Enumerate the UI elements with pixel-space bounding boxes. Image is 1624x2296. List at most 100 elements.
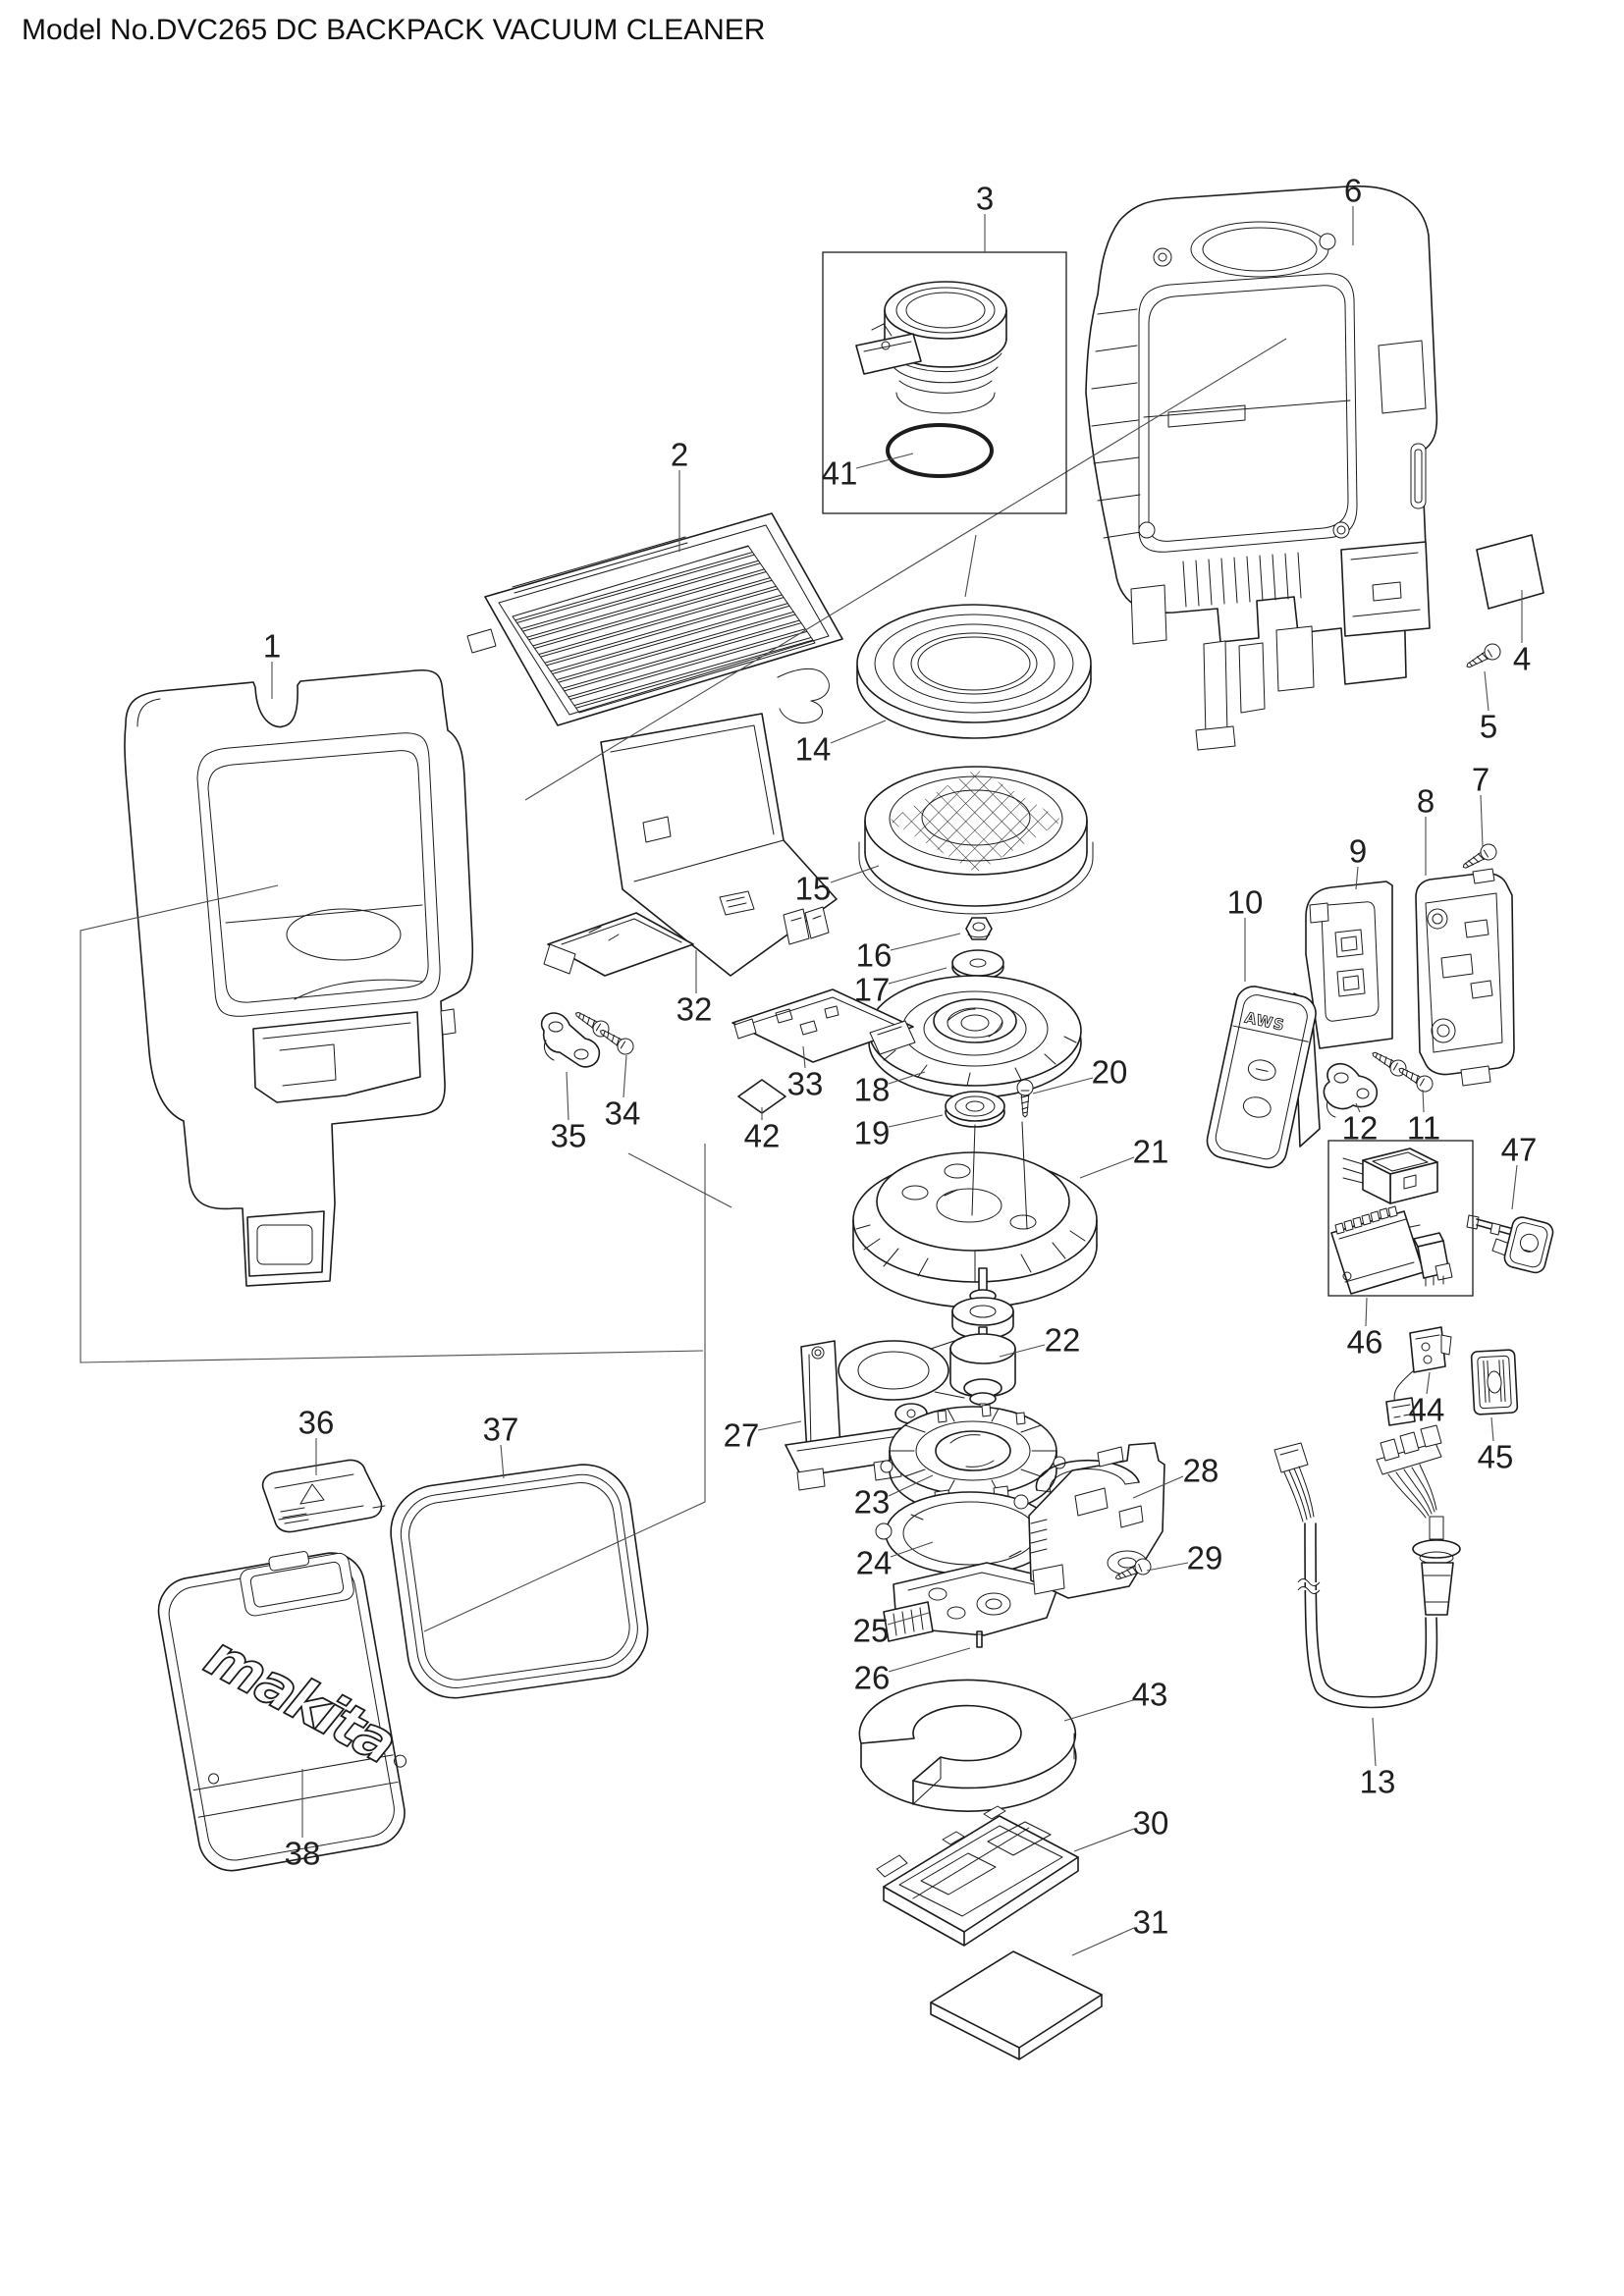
part-number-label: 23 xyxy=(854,1484,891,1521)
callout-leader-line xyxy=(1079,1156,1135,1179)
callout-38: 38 xyxy=(285,1769,321,1872)
part-30-filter-tray xyxy=(876,1805,1079,1947)
part-number-label: 2 xyxy=(671,437,688,473)
part-45-holder-plate xyxy=(1470,1349,1519,1415)
part-number-label: 17 xyxy=(854,972,891,1008)
callout-25: 25 xyxy=(853,1612,930,1649)
callout-1: 1 xyxy=(263,628,281,699)
callout-13: 13 xyxy=(1360,1717,1395,1800)
callout-35: 35 xyxy=(551,1071,586,1154)
part-number-label: 16 xyxy=(856,937,893,974)
callout-leader-line xyxy=(1484,670,1489,712)
callout-45: 45 xyxy=(1478,1416,1514,1475)
part-number-label: 19 xyxy=(854,1115,891,1151)
callout-8: 8 xyxy=(1417,783,1435,876)
callout-31: 31 xyxy=(1071,1904,1168,1956)
part-16-nut xyxy=(965,917,993,940)
callout-11: 11 xyxy=(1407,1089,1440,1147)
callout-36: 36 xyxy=(298,1405,334,1475)
callout-9: 9 xyxy=(1349,833,1367,890)
part-number-label: 42 xyxy=(744,1118,781,1154)
callout-leader-line xyxy=(1422,1089,1425,1113)
callout-41: 41 xyxy=(822,453,914,492)
part-number-label: 8 xyxy=(1417,783,1435,820)
part-18-impeller xyxy=(868,975,1082,1098)
callout-leader-line xyxy=(1372,1717,1377,1767)
grouping-box xyxy=(1327,1140,1474,1297)
callout-leader-line xyxy=(830,720,887,744)
part-9-switch-panel xyxy=(1305,881,1393,1049)
page-title: Model No.DVC265 DC BACKPACK VACUUM CLEAN… xyxy=(22,14,766,46)
callout-leader-line xyxy=(1511,1164,1518,1210)
callout-47: 47 xyxy=(1501,1132,1538,1210)
part-31-sponge-filter xyxy=(930,1950,1103,2060)
part-number-label: 32 xyxy=(677,991,713,1028)
callout-7: 7 xyxy=(1472,762,1489,847)
part-7-screw xyxy=(1458,840,1500,875)
part-13-lead-wire-assembly xyxy=(1273,1424,1461,1709)
callout-leader-line xyxy=(888,967,947,985)
part-15-dome-filter xyxy=(858,766,1094,915)
callout-19: 19 xyxy=(854,1114,944,1151)
callout-5: 5 xyxy=(1480,670,1497,745)
part-number-label: 14 xyxy=(795,731,832,768)
callout-leader-line xyxy=(1355,866,1359,890)
callout-leader-line xyxy=(1063,1699,1134,1722)
callout-leader-line xyxy=(890,1541,934,1558)
part-number-label: 25 xyxy=(853,1613,890,1649)
callout-leader-line xyxy=(1365,1297,1368,1327)
callout-leader-line xyxy=(500,1444,505,1479)
part-21-fan-housing xyxy=(852,1121,1098,1308)
part-number-label: 18 xyxy=(854,1072,891,1108)
part-number-label: 1 xyxy=(263,628,281,665)
part-5-screw xyxy=(1462,640,1504,674)
part-10-aws-wireless-unit: AWS xyxy=(1206,986,1321,1169)
callout-leader-line xyxy=(888,1647,971,1673)
callout-leader-line xyxy=(888,1071,926,1085)
assembly-guide-line xyxy=(964,534,977,598)
part-number-label: 7 xyxy=(1472,762,1489,798)
part-number-label: 9 xyxy=(1349,833,1367,870)
assembly-guide-line xyxy=(423,1144,706,1632)
callout-2: 2 xyxy=(671,437,688,552)
part-19-bearing xyxy=(945,1091,1005,1128)
part-number-label: 33 xyxy=(787,1066,824,1102)
part-number-label: 27 xyxy=(724,1417,760,1454)
callout-33: 33 xyxy=(787,1045,824,1102)
callout-34: 34 xyxy=(605,1054,640,1132)
part-number-label: 38 xyxy=(285,1836,321,1872)
part-number-label: 45 xyxy=(1478,1439,1514,1475)
callout-leader-line xyxy=(890,933,961,951)
part-47-lock-key xyxy=(1466,1214,1554,1274)
part-6-rear-housing xyxy=(1085,185,1438,751)
callout-leader-line xyxy=(757,1420,802,1431)
part-25-baffle-plate xyxy=(883,1562,1061,1642)
part-number-label: 24 xyxy=(856,1545,893,1581)
part-number-label: 28 xyxy=(1183,1453,1219,1489)
callout-29: 29 xyxy=(1146,1540,1223,1576)
part-33-controller-board xyxy=(731,988,916,1063)
part-37-window-seal xyxy=(390,1464,649,1699)
callout-6: 6 xyxy=(1344,173,1362,245)
callout-3: 3 xyxy=(976,181,994,252)
callout-27: 27 xyxy=(724,1417,802,1454)
part-20-screw xyxy=(1016,1079,1034,1118)
assembly-guide-line xyxy=(524,338,1287,801)
callout-14: 14 xyxy=(795,720,887,768)
grouping-boxes xyxy=(822,251,1474,1297)
part-41-o-ring xyxy=(886,423,994,478)
part-17-washer xyxy=(951,949,1004,981)
callout-leader-line xyxy=(888,1114,944,1128)
part-1-front-housing xyxy=(124,668,474,1287)
part-number-label: 10 xyxy=(1227,884,1264,921)
part-number-label: 47 xyxy=(1501,1132,1538,1168)
part-44-micro-switch xyxy=(1385,1326,1452,1426)
part-number-label: 29 xyxy=(1187,1540,1223,1576)
callout-32: 32 xyxy=(677,950,713,1028)
part-number-label: 41 xyxy=(822,455,858,492)
callout-leader-line xyxy=(830,865,880,883)
part-number-label: 30 xyxy=(1133,1805,1169,1842)
part-number-label: 4 xyxy=(1513,641,1531,677)
part-32-dust-bag xyxy=(543,713,838,977)
part-26-pin xyxy=(975,1630,984,1648)
